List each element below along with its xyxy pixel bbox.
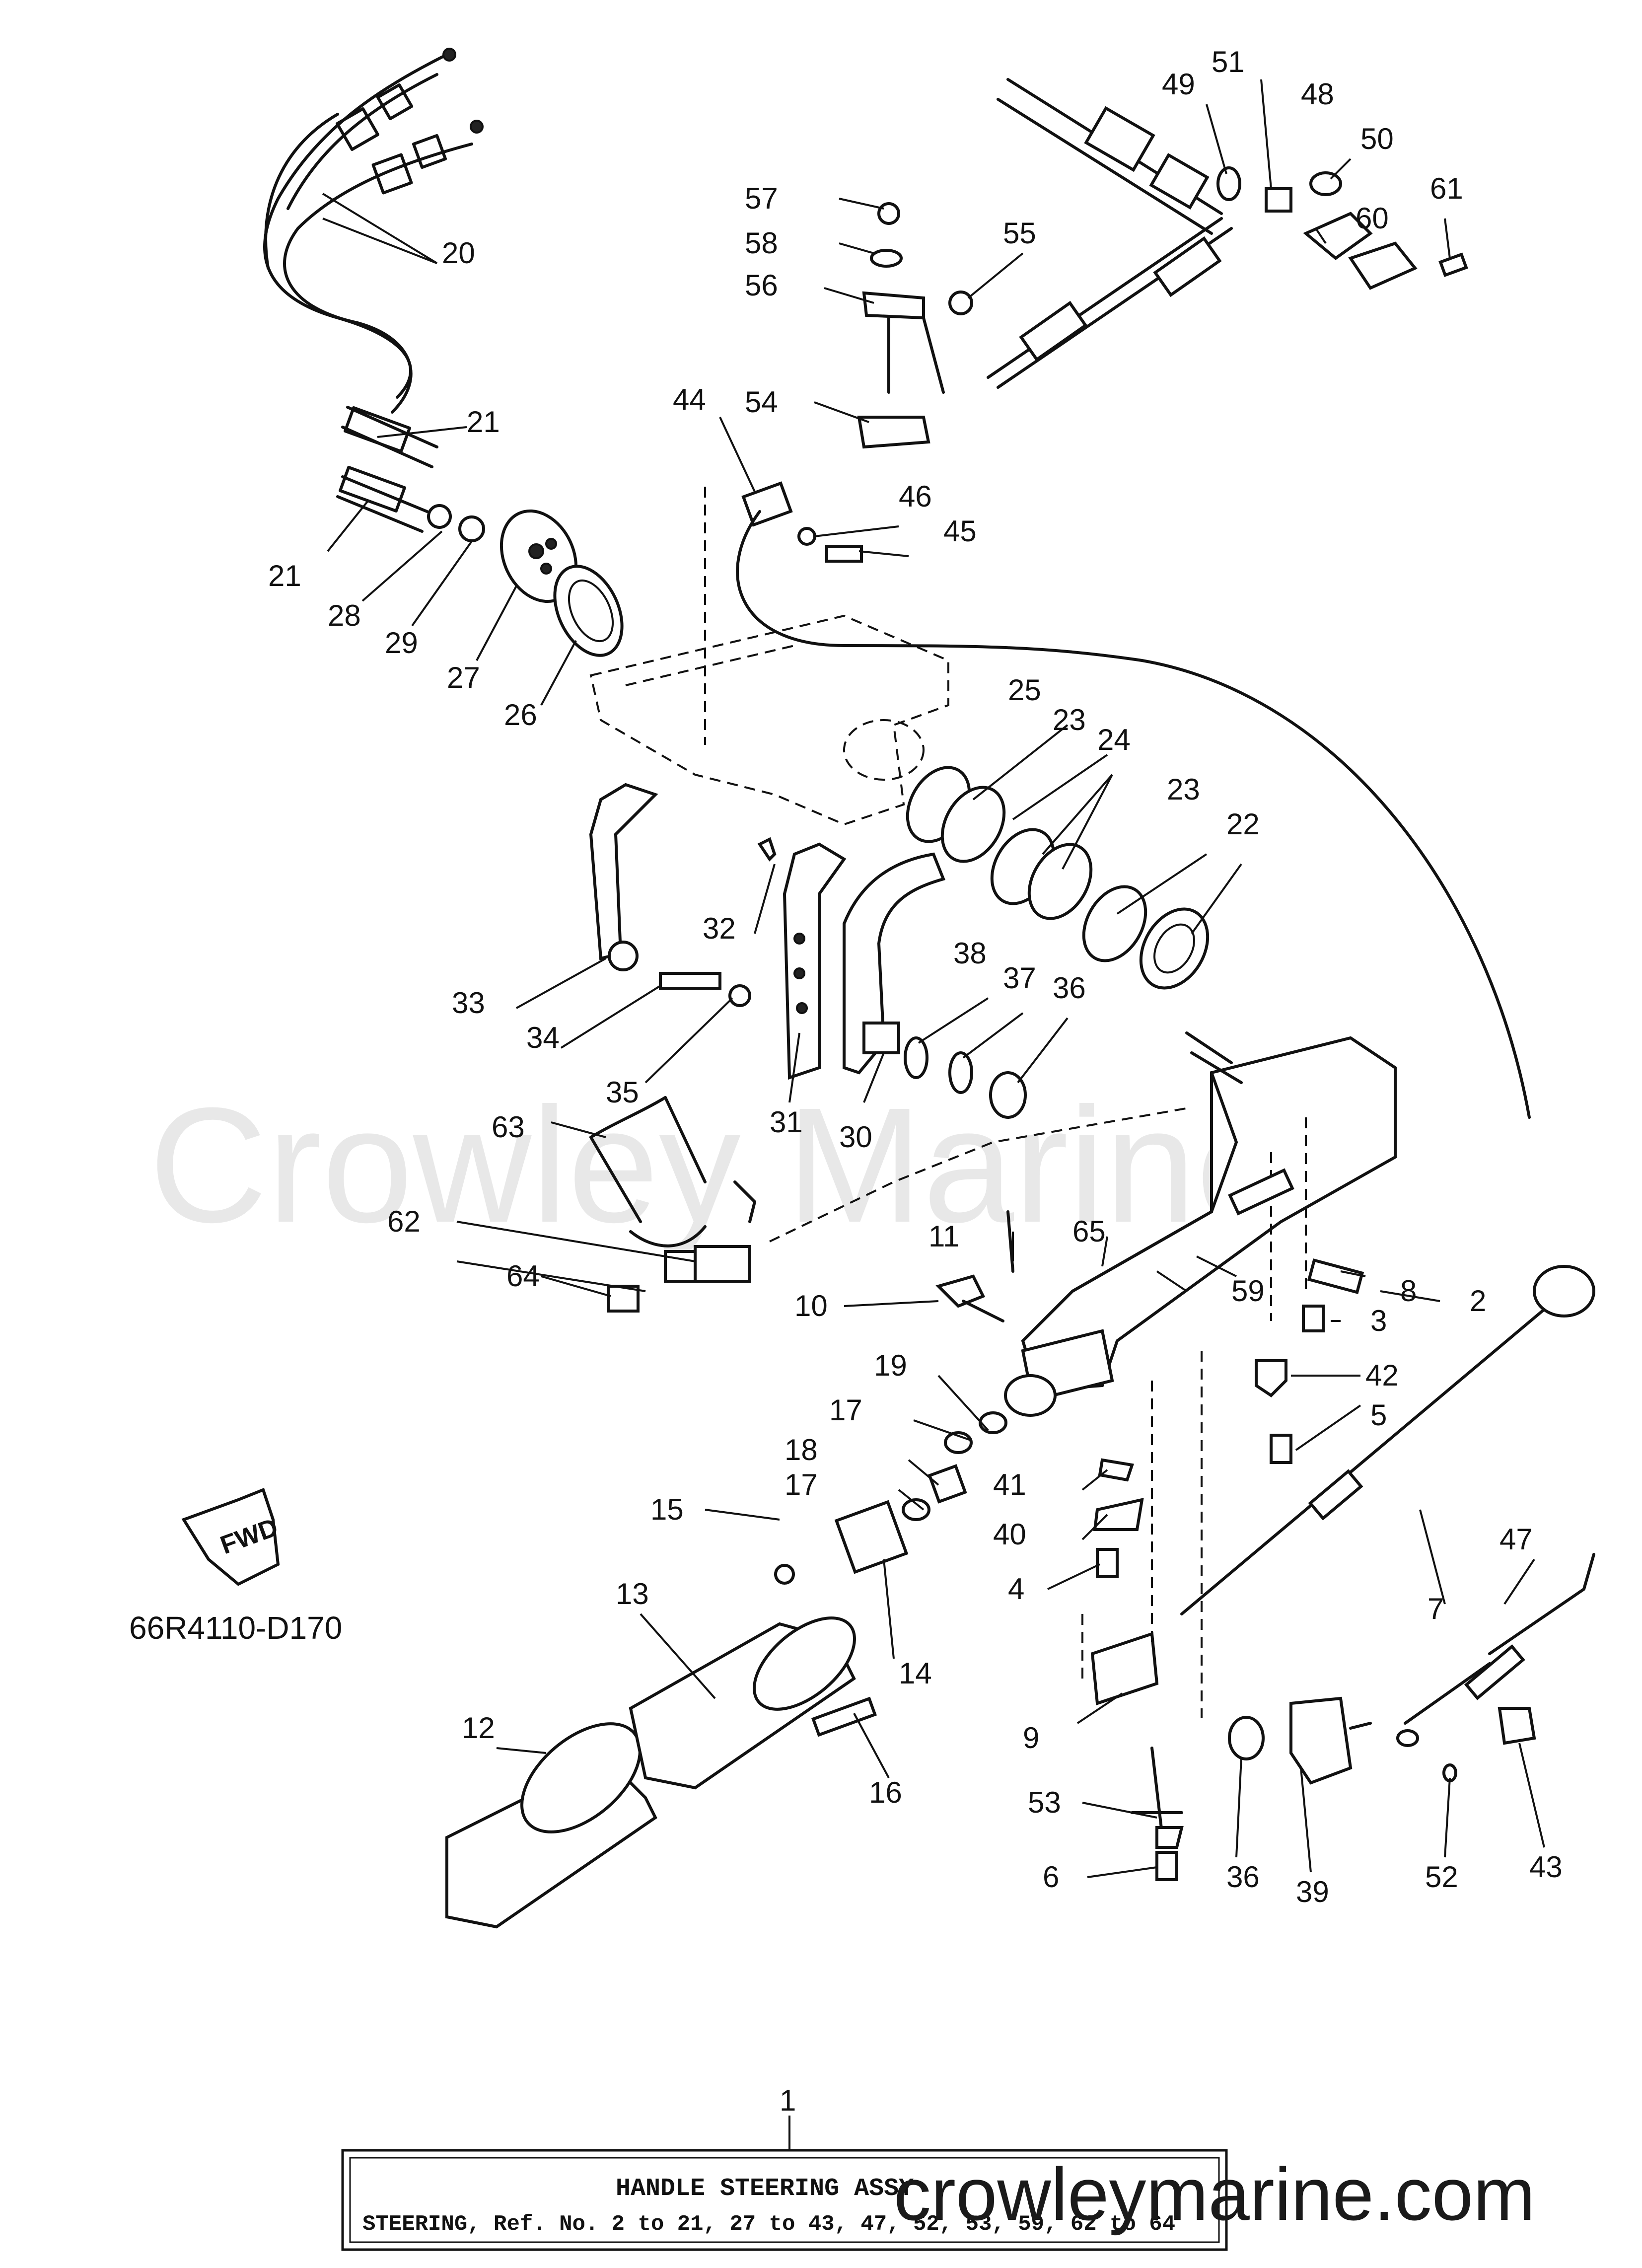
callout-32: 32 <box>703 912 736 945</box>
callout-4: 4 <box>1008 1572 1024 1606</box>
callout-47: 47 <box>1499 1523 1533 1556</box>
kill-switch <box>589 1096 1192 1313</box>
callout-20: 20 <box>442 236 475 270</box>
callout-8: 8 <box>1400 1274 1417 1308</box>
callout-43: 43 <box>1529 1850 1563 1884</box>
callout-57: 57 <box>745 182 778 215</box>
swivel-bracket <box>589 614 949 826</box>
callout-35: 35 <box>606 1076 639 1109</box>
callout-41: 41 <box>993 1468 1026 1501</box>
callout-24: 24 <box>1097 723 1131 756</box>
callout-44: 44 <box>673 383 706 416</box>
callout-37: 37 <box>1003 961 1036 995</box>
assembly-box: HANDLE STEERING ASSY STEERING, Ref. No. … <box>341 2149 1228 2251</box>
throttle-cable-right <box>1180 1265 1595 1747</box>
small-hardware <box>1093 1258 1364 1881</box>
callout-1: 1 <box>780 2084 796 2117</box>
callout-54: 54 <box>745 385 778 419</box>
callout-59: 59 <box>1231 1274 1265 1308</box>
assembly-title: HANDLE STEERING ASSY <box>616 2175 914 2203</box>
callout-7: 7 <box>1428 1592 1444 1625</box>
callout-33: 33 <box>452 986 485 1020</box>
callout-50: 50 <box>1360 122 1394 155</box>
callout-30: 30 <box>839 1120 872 1154</box>
throttle-cables <box>263 48 484 533</box>
callout-3: 3 <box>1370 1304 1387 1337</box>
callout-46: 46 <box>899 480 932 513</box>
callout-22: 22 <box>1226 807 1260 841</box>
callout-58: 58 <box>745 226 778 260</box>
callout-29: 29 <box>385 626 418 659</box>
callout-36-bottom: 36 <box>1226 1860 1260 1894</box>
callout-14: 14 <box>899 1657 932 1690</box>
callout-5: 5 <box>1370 1398 1387 1432</box>
website-link[interactable]: crowleymarine.com <box>894 2152 1535 2236</box>
callouts: 20 21 21 28 29 27 26 57 58 56 55 54 44 4… <box>268 45 1563 2117</box>
callout-62: 62 <box>387 1205 421 1238</box>
callout-12: 12 <box>462 1711 495 1745</box>
callout-17-b: 17 <box>785 1468 818 1501</box>
callout-38: 38 <box>953 937 987 970</box>
callout-17-a: 17 <box>829 1393 862 1427</box>
callout-15: 15 <box>650 1493 684 1526</box>
callout-18: 18 <box>785 1433 818 1466</box>
diagram-code: 66R4110-D170 <box>129 1610 342 1646</box>
callout-56: 56 <box>745 269 778 302</box>
callout-19: 19 <box>874 1349 907 1382</box>
callout-53: 53 <box>1028 1786 1061 1819</box>
callout-60: 60 <box>1356 202 1389 235</box>
callout-26: 26 <box>504 698 537 732</box>
callout-16: 16 <box>869 1776 902 1809</box>
callout-39: 39 <box>1296 1875 1329 1908</box>
callout-23-b: 23 <box>1167 773 1200 806</box>
levers <box>589 783 1027 1119</box>
callout-55: 55 <box>1003 217 1036 250</box>
watermark: Crowley Marine <box>149 1073 1287 1257</box>
callout-34: 34 <box>526 1021 560 1054</box>
callout-13: 13 <box>616 1577 649 1610</box>
callout-28: 28 <box>328 599 361 632</box>
callout-9: 9 <box>1023 1721 1039 1755</box>
callout-36-top: 36 <box>1053 971 1086 1005</box>
callout-25: 25 <box>1008 673 1041 707</box>
lower-brackets <box>1081 1351 1457 1849</box>
washers <box>906 766 1210 990</box>
callout-48: 48 <box>1301 77 1334 111</box>
callout-51: 51 <box>1212 45 1245 78</box>
callout-49: 49 <box>1162 68 1195 101</box>
fwd-arrow: FWD <box>181 1488 282 1586</box>
shift-linkage <box>704 78 1531 1119</box>
callout-31: 31 <box>770 1105 803 1139</box>
callout-45: 45 <box>943 514 977 548</box>
callout-23-a: 23 <box>1053 703 1086 736</box>
callout-40: 40 <box>993 1518 1026 1551</box>
callout-2: 2 <box>1470 1284 1486 1317</box>
callout-65: 65 <box>1072 1215 1106 1248</box>
callout-61: 61 <box>1430 172 1463 205</box>
tiller-grip <box>445 1210 1014 1929</box>
callout-21-bottom: 21 <box>268 559 301 592</box>
callout-27: 27 <box>447 661 480 694</box>
callout-6: 6 <box>1043 1860 1059 1894</box>
assembly-subtitle: STEERING, Ref. No. 2 to 21, 27 to 43, 47… <box>362 2212 1175 2237</box>
callout-11: 11 <box>928 1220 959 1253</box>
callout-10: 10 <box>794 1289 828 1322</box>
callout-42: 42 <box>1365 1359 1399 1392</box>
callout-64: 64 <box>506 1259 540 1293</box>
callout-52: 52 <box>1425 1860 1458 1894</box>
callout-63: 63 <box>492 1110 525 1144</box>
tiller-arm <box>1004 1031 1397 1417</box>
callout-21-top: 21 <box>467 405 500 439</box>
leader-lines <box>322 79 1545 2150</box>
cable-bracket-parts <box>427 504 624 657</box>
